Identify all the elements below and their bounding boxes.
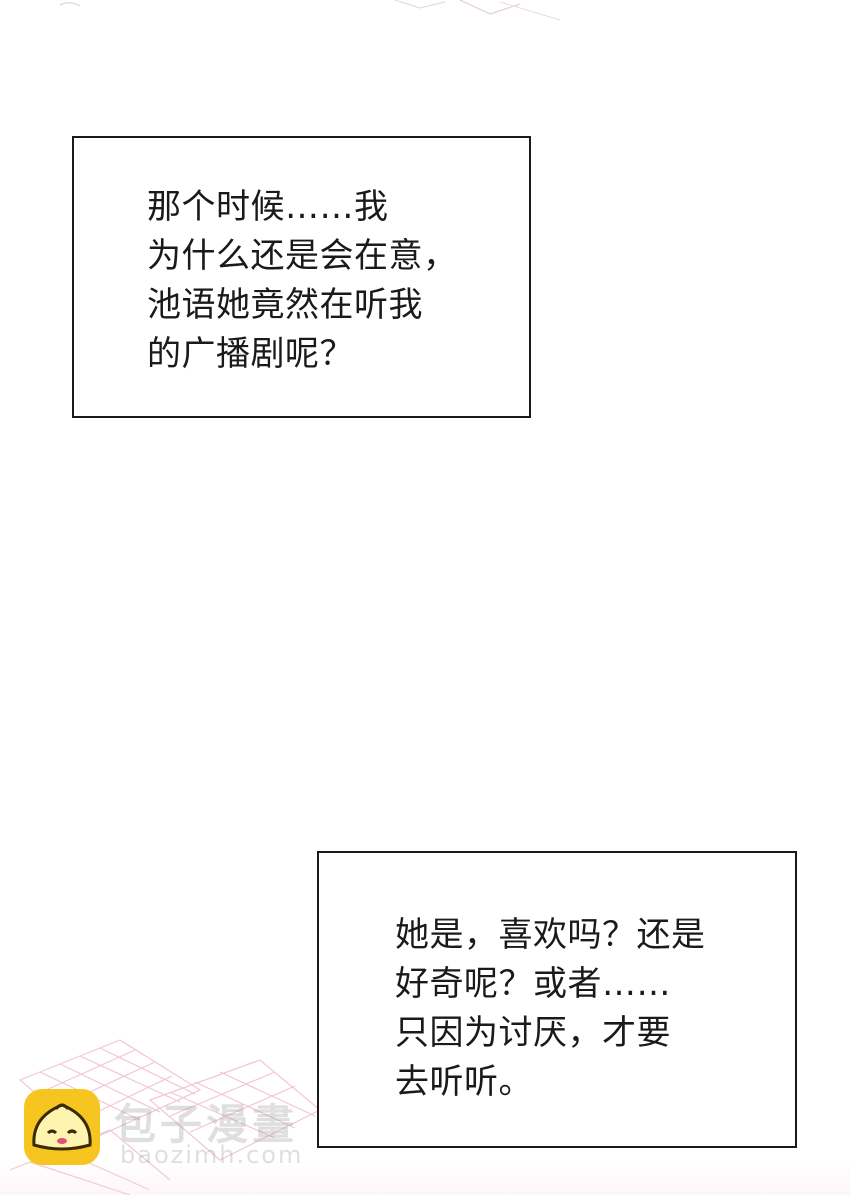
caption-text-2: 她是，喜欢吗？还是 好奇呢？或者…… 只因为讨厌，才要 去听听。 — [395, 915, 706, 1102]
bun-mascot-icon — [24, 1089, 100, 1165]
caption-box-1: 那个时候……我 为什么还是会在意， 池语她竟然在听我 的广播剧呢？ — [72, 136, 531, 418]
watermark: 包子漫畫 baozimh.com — [22, 1085, 322, 1175]
caption-box-2: 她是，喜欢吗？还是 好奇呢？或者…… 只因为讨厌，才要 去听听。 — [317, 851, 797, 1148]
top-sketch-decoration — [59, 0, 561, 21]
bottom-pink-fade — [0, 1160, 850, 1195]
caption-text-1: 那个时候……我 为什么还是会在意， 池语她竟然在听我 的广播剧呢？ — [147, 187, 458, 374]
watermark-url: baozimh.com — [120, 1141, 304, 1169]
watermark-title: 包子漫畫 — [114, 1100, 299, 1149]
